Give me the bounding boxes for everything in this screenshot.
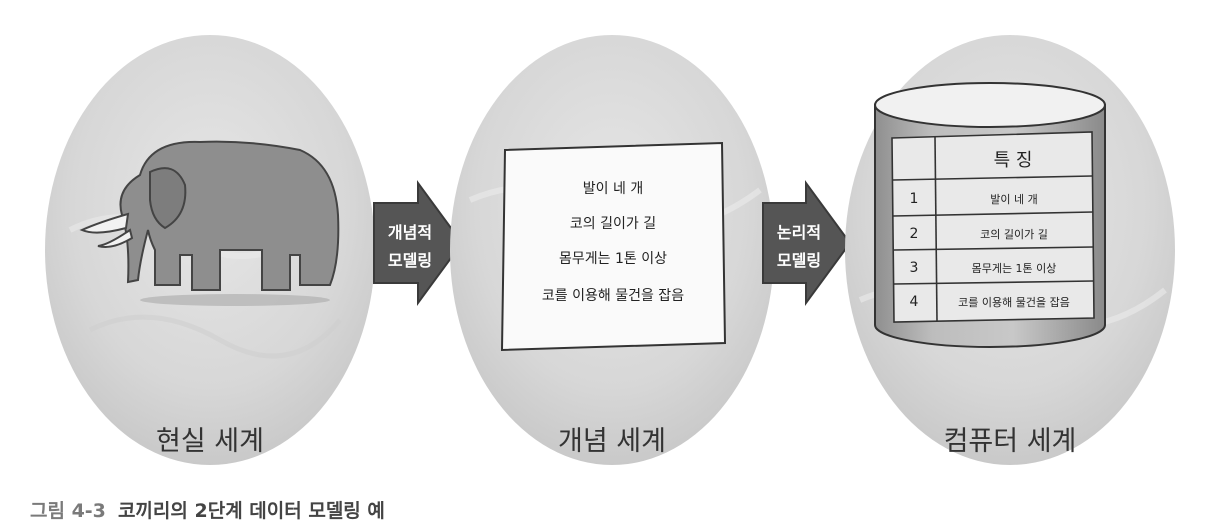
feature-table-header: 특 징 xyxy=(994,150,1033,171)
concept-world-label: 개념 세계 xyxy=(558,426,666,457)
conceptual-modeling-line2: 모델링 xyxy=(388,251,432,270)
logical-modeling-line2: 모델링 xyxy=(777,251,821,270)
real-world-panel: 현실 세계 xyxy=(45,35,375,465)
logical-modeling-line1: 논리적 xyxy=(777,223,821,242)
logical-modeling-arrow: 논리적 모델링 xyxy=(762,179,852,307)
feature-row-number: 1 xyxy=(910,191,919,207)
figure-caption: 그림 4-3 코끼리의 2단계 데이터 모델링 예 xyxy=(30,496,385,523)
computer-world-label: 컴퓨터 세계 xyxy=(944,426,1077,457)
feature-table xyxy=(891,131,1095,323)
feature-row-text: 몸무게는 1톤 이상 xyxy=(972,262,1057,275)
concept-card-line: 코의 길이가 길 xyxy=(570,216,656,232)
arrow-right-icon xyxy=(373,179,464,307)
conceptual-modeling-line1: 개념적 xyxy=(388,223,432,242)
feature-row-number: 2 xyxy=(910,226,919,242)
feature-row-number: 4 xyxy=(910,294,919,310)
conceptual-modeling-arrow: 개념적 모델링 xyxy=(373,179,464,307)
figure-number: 그림 4-3 xyxy=(30,500,106,522)
concept-world-panel: 발이 네 개 코의 길이가 길 몸무게는 1톤 이상 코를 이용해 물건을 잡음… xyxy=(450,35,774,465)
feature-row-text: 코를 이용해 물건을 잡음 xyxy=(958,295,1070,309)
real-world-label: 현실 세계 xyxy=(156,426,264,457)
concept-card-line: 코를 이용해 물건을 잡음 xyxy=(542,288,684,304)
feature-row-text: 코의 길이가 길 xyxy=(980,228,1048,241)
concept-card-line: 발이 네 개 xyxy=(583,181,643,197)
feature-row-text: 발이 네 개 xyxy=(990,193,1037,206)
figure-caption-text: 코끼리의 2단계 데이터 모델링 예 xyxy=(117,500,385,522)
elephant-illustration xyxy=(79,140,340,306)
concept-card-line: 몸무게는 1톤 이상 xyxy=(559,251,667,267)
concept-card xyxy=(500,141,727,352)
computer-world-panel: 특 징 1 발이 네 개 2 코의 길이가 길 3 몸무게는 1톤 이상 4 코… xyxy=(845,35,1175,465)
feature-row-number: 3 xyxy=(910,260,919,276)
arrow-right-icon xyxy=(762,179,852,307)
